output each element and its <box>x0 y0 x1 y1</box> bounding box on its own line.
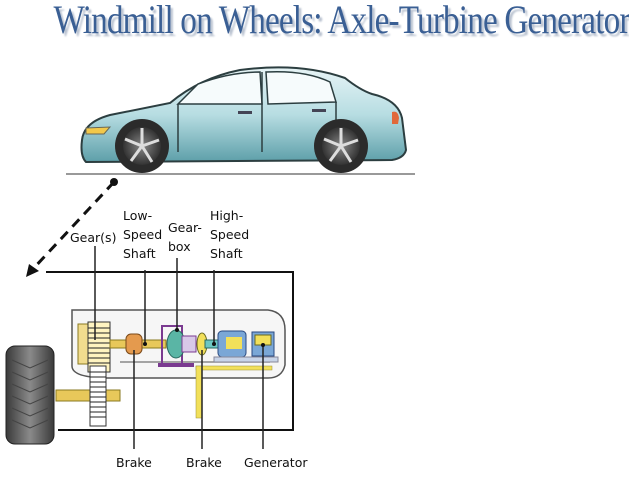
label-gears: Gear(s) <box>70 230 117 245</box>
label-brake-2: Brake <box>186 455 222 470</box>
rear-wheel <box>314 119 368 173</box>
axle-shaft <box>55 389 121 402</box>
front-window <box>176 71 263 105</box>
car-illustration <box>80 66 408 173</box>
page-title: Windmill on Wheels: Axle-Turbine Generat… <box>53 0 629 42</box>
door-handle <box>238 111 252 114</box>
door-handle <box>312 109 326 112</box>
label-high-speed-shaft: High- Speed Shaft <box>210 208 250 261</box>
arrow-head-icon <box>26 264 39 277</box>
taillight <box>392 111 399 124</box>
rear-window <box>265 70 337 105</box>
tower-support <box>195 365 203 419</box>
gear-lower <box>89 365 107 427</box>
label-generator: Generator <box>244 455 308 470</box>
front-wheel <box>115 119 169 173</box>
label-brake-1: Brake <box>116 455 152 470</box>
detail-frame <box>46 271 294 431</box>
gear-upper <box>87 321 111 373</box>
headlight <box>85 126 112 135</box>
label-low-speed-shaft: Low- Speed Shaft <box>123 208 163 261</box>
pointer-arrow <box>30 180 116 272</box>
axle-tire <box>5 345 55 445</box>
label-gearbox: Gear- box <box>168 220 202 254</box>
